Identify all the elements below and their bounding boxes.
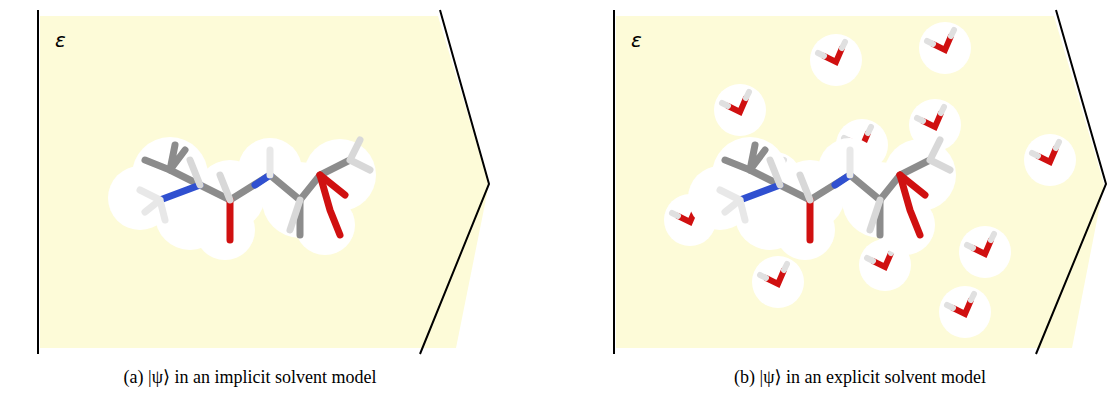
panel-caption: (b) |ψ⟩ in an explicit solvent model	[734, 366, 986, 388]
permittivity-symbol: ε	[55, 28, 66, 52]
panel-caption: (a) |ψ⟩ in an implicit solvent model	[124, 366, 377, 388]
permittivity-symbol: ε	[631, 28, 642, 52]
